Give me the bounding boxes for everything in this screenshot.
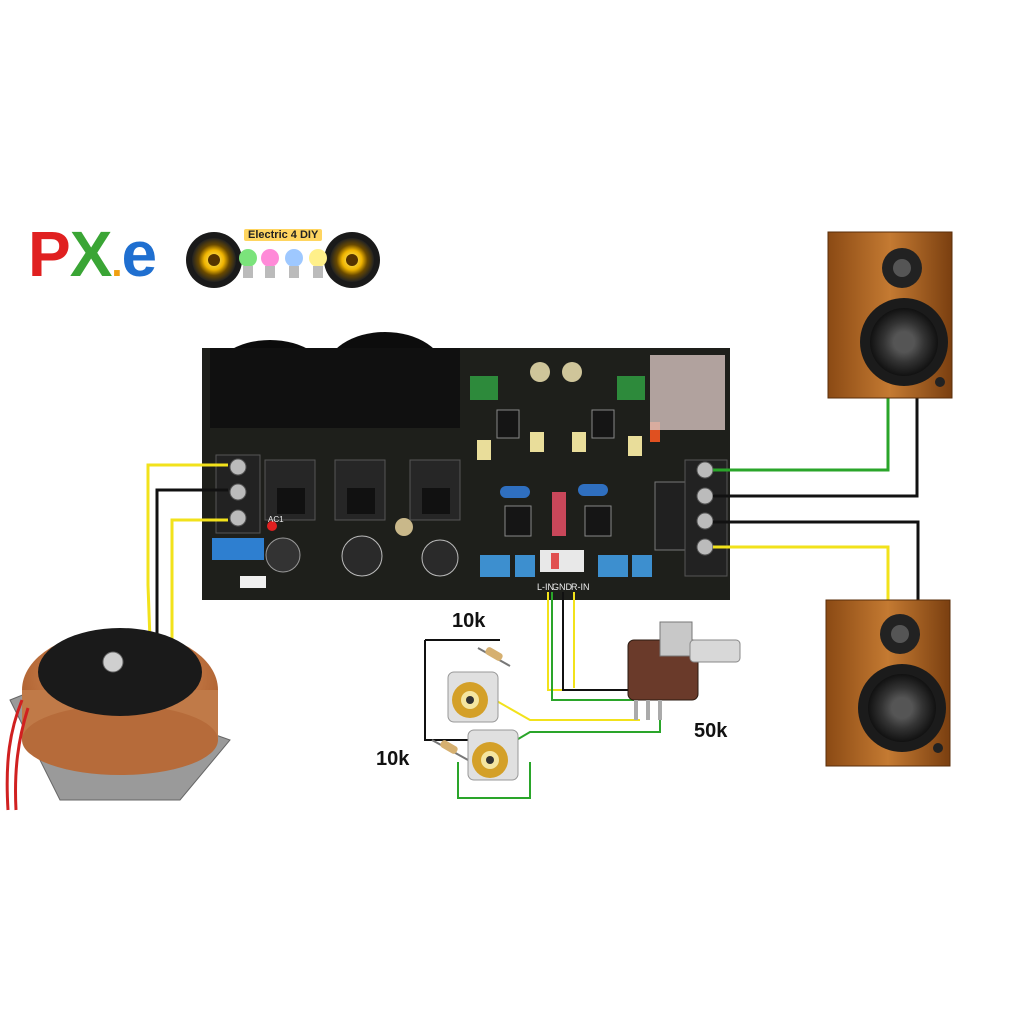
logo-letter-p: P <box>28 218 71 290</box>
resistor-icon <box>477 647 511 667</box>
potentiometer-icon <box>627 621 741 720</box>
rca-jack-icon <box>447 671 499 723</box>
speaker-icon <box>186 232 242 288</box>
potentiometer-label: 50k <box>694 720 728 742</box>
speaker-icon <box>324 232 380 288</box>
rca-jack-icon <box>467 729 519 781</box>
pcb-label-l-in: L-IN <box>537 582 554 592</box>
bulb-icon <box>261 249 279 278</box>
input-wires <box>424 592 661 799</box>
speaker-cabinet-icon <box>827 231 953 399</box>
amplifier-board: L-IN GND R-IN AC1 <box>202 332 730 600</box>
pcb-label-r-in: R-IN <box>571 582 590 592</box>
logo-letter-x: X <box>69 218 113 290</box>
transformer-wires <box>146 463 228 645</box>
logo-dot: . <box>111 241 122 285</box>
speaker-cabinet-icon <box>825 599 951 767</box>
transformer-icon <box>5 628 231 811</box>
pxe-logo: PX.e <box>28 222 157 286</box>
resistor-icon <box>431 739 469 761</box>
speaker-terminal-block <box>684 459 728 577</box>
bulb-icon <box>239 249 257 278</box>
resistor-label-top: 10k <box>452 610 486 632</box>
speaker-wires <box>713 398 920 610</box>
brand-tag: Electric 4 DIY <box>244 229 323 241</box>
bulb-icon <box>309 249 327 278</box>
pcb-label-gnd: GND <box>552 582 573 592</box>
resistor-label-bottom: 10k <box>376 748 410 770</box>
pcb-label-ac: AC1 <box>268 515 284 524</box>
logo-letter-e: e <box>121 218 158 290</box>
bulb-icon <box>285 249 303 278</box>
